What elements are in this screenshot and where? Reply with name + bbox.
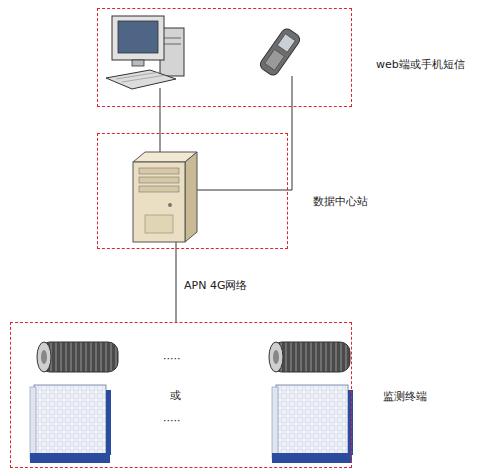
- terminal-cabinet: [30, 385, 111, 463]
- server-icon: [133, 152, 197, 242]
- group-label: 监测终端: [383, 389, 427, 404]
- ellipsis-label: ·····: [163, 414, 180, 427]
- group-box: 数据中心站: [97, 133, 288, 249]
- or-label: 或: [170, 388, 181, 403]
- link-label: APN 4G网络: [182, 277, 249, 294]
- phone-icon: [258, 27, 302, 78]
- group-label: 数据中心站: [313, 194, 368, 209]
- group-box: 监测终端: [10, 322, 352, 468]
- network-link: [160, 107, 161, 133]
- terminal-cabinet: [272, 385, 353, 463]
- sensor-cylinder: [269, 342, 350, 372]
- ellipsis-label: ·····: [163, 352, 180, 365]
- sensor-cylinder: [37, 342, 118, 372]
- group-box: web端或手机短信: [97, 8, 352, 107]
- group-label: web端或手机短信: [376, 57, 465, 72]
- network-link: [176, 249, 177, 322]
- computer-icon: [106, 16, 184, 89]
